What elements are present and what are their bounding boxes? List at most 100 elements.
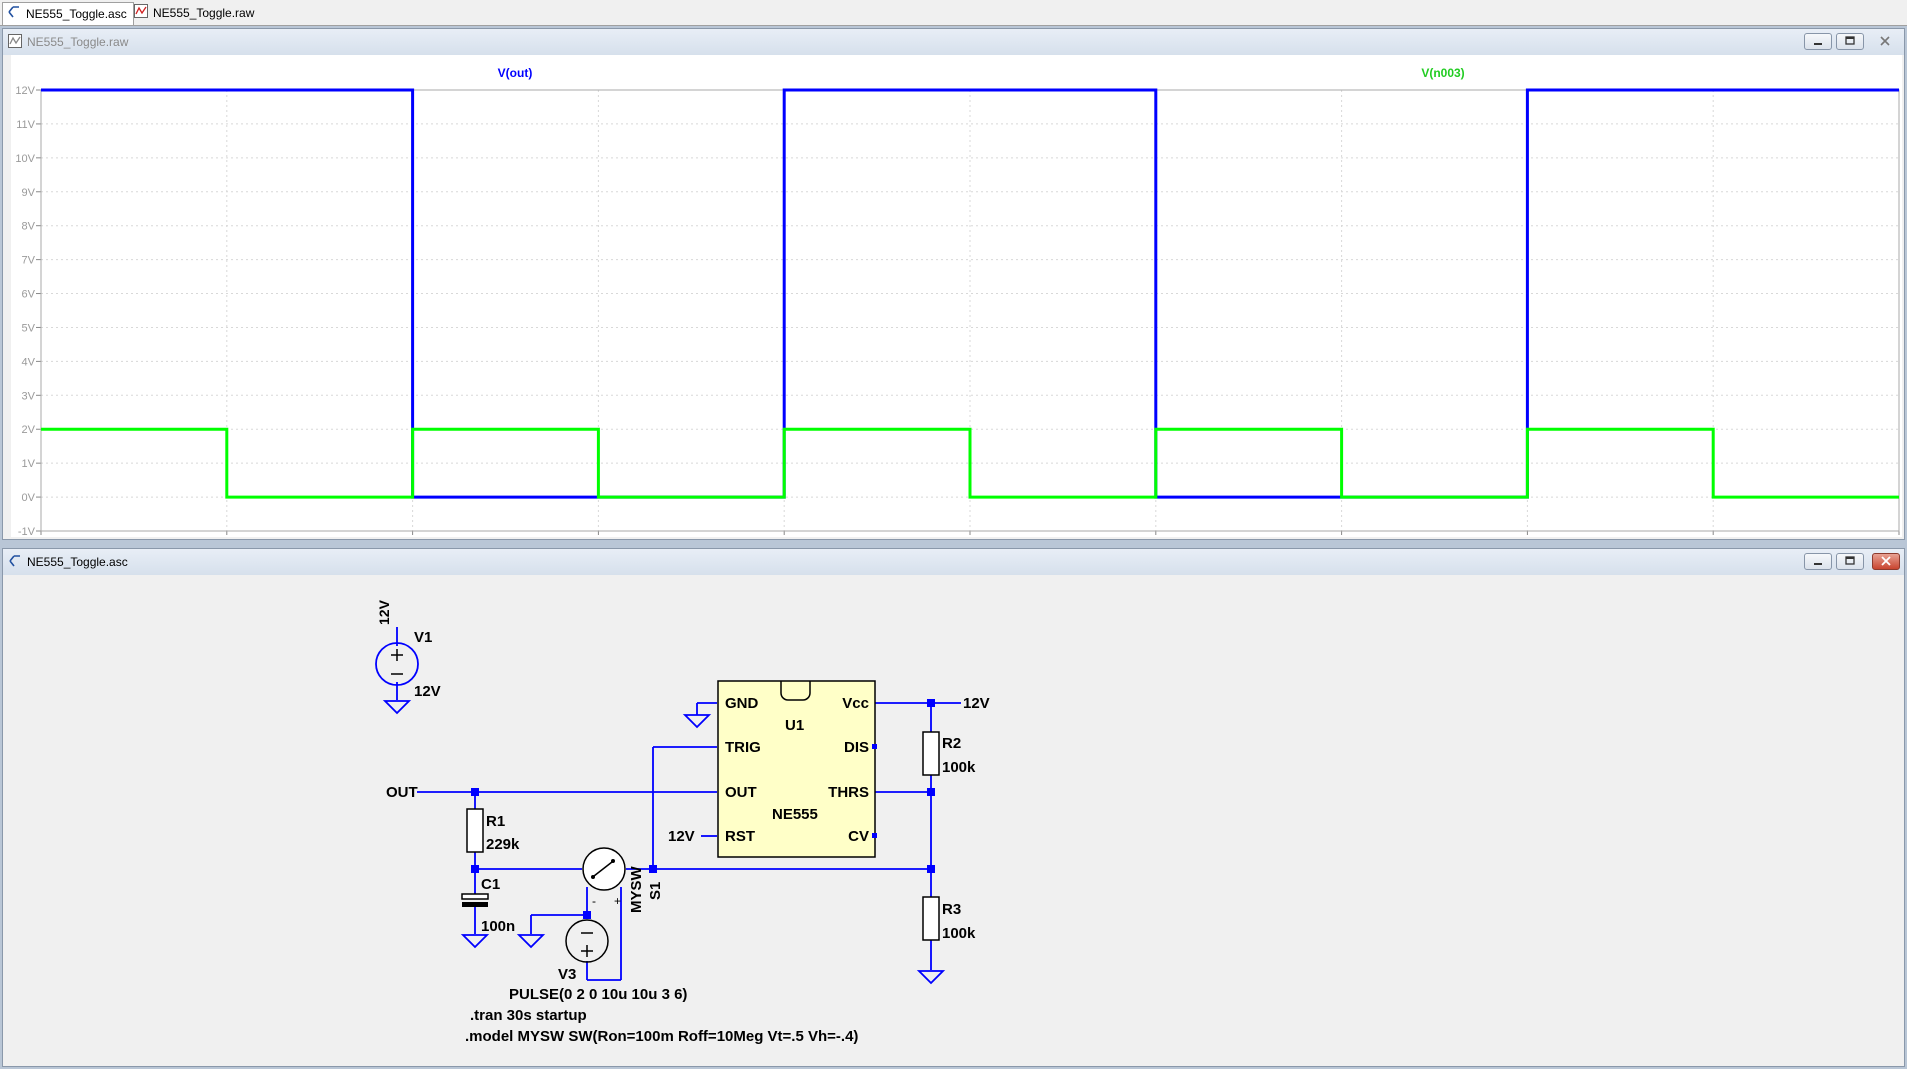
r3-value: 100k <box>942 925 976 942</box>
r1-name: R1 <box>486 813 505 830</box>
schematic-window-title: NE555_Toggle.asc <box>27 555 128 569</box>
y-tick-label: 12V <box>15 85 35 97</box>
x-tick-label: 30s <box>1881 538 1899 539</box>
pin-gnd: GND <box>725 695 759 712</box>
ground-icon <box>518 934 544 948</box>
waveform-window-title: NE555_Toggle.raw <box>27 35 129 49</box>
legend-label[interactable]: V(out) <box>498 66 533 80</box>
ground-icon <box>384 700 410 714</box>
pin-trig: TRIG <box>725 739 761 756</box>
close-button[interactable] <box>1868 33 1902 50</box>
restore-button[interactable] <box>1836 33 1864 50</box>
y-tick-label: 1V <box>22 458 36 470</box>
restore-button[interactable] <box>1836 553 1864 570</box>
pin-out: OUT <box>725 784 757 801</box>
legend-label[interactable]: V(n003) <box>1421 66 1464 80</box>
junction-dots <box>471 699 935 919</box>
v1-net-label: 12V <box>376 599 392 625</box>
r2-resistor[interactable] <box>922 731 940 776</box>
schematic-canvas[interactable]: 12V V1 12V GND TRIG OUT RST Vcc DIS THRS… <box>11 577 1902 1064</box>
c1-value: 100n <box>481 918 515 935</box>
out-net-label: OUT <box>386 784 418 801</box>
v1-value: 12V <box>414 683 441 700</box>
y-tick-label: 5V <box>22 322 36 334</box>
series-line-v-n003[interactable] <box>41 427 1899 499</box>
schematic-titlebar[interactable]: NE555_Toggle.asc <box>3 549 1904 575</box>
series-line-v-out[interactable] <box>41 88 1899 499</box>
r2-value: 100k <box>942 759 976 776</box>
waveform-plot-area[interactable]: 12V11V10V9V8V7V6V5V4V3V2V1V0V-1V0s3s6s9s… <box>11 55 1904 550</box>
v3-value: PULSE(0 2 0 10u 10u 3 6) <box>509 986 687 1003</box>
rst-net-label: 12V <box>668 828 695 845</box>
x-tick-label: 6s <box>407 538 419 539</box>
minimize-icon <box>1814 563 1822 565</box>
minimize-button[interactable] <box>1804 553 1832 570</box>
y-tick-label: 4V <box>22 356 36 368</box>
x-tick-label: 12s <box>775 538 793 539</box>
waveform-icon <box>8 34 22 53</box>
pin-vcc: Vcc <box>842 695 869 712</box>
ne555-chip[interactable] <box>717 680 877 858</box>
minimize-icon <box>1814 43 1822 45</box>
y-tick-label: 0V <box>22 492 36 504</box>
c1-name: C1 <box>481 876 500 893</box>
x-tick-label: 0s <box>41 538 53 539</box>
ground-icon <box>684 714 710 728</box>
u1-model: NE555 <box>772 806 818 823</box>
y-tick-label: 6V <box>22 289 36 301</box>
u1-name: U1 <box>785 717 804 734</box>
y-tick-label: 7V <box>22 255 36 267</box>
schematic-drawing[interactable]: 12V V1 12V GND TRIG OUT RST Vcc DIS THRS… <box>11 577 1904 1064</box>
r3-resistor[interactable] <box>922 896 940 941</box>
v3-name: V3 <box>558 966 576 983</box>
svg-text:+: + <box>614 894 621 908</box>
schematic-icon <box>7 4 21 26</box>
ground-icon <box>462 934 488 948</box>
y-tick-label: 10V <box>15 153 35 165</box>
x-tick-label: 9s <box>593 538 605 539</box>
x-tick-label: 3s <box>221 538 233 539</box>
r1-value: 229k <box>486 836 520 853</box>
v3-pulse-source[interactable] <box>565 919 609 963</box>
restore-icon <box>1845 556 1855 565</box>
schematic-window: NE555_Toggle.asc <box>2 548 1905 1067</box>
waveform-icon <box>134 3 148 25</box>
tab-waveform[interactable]: NE555_Toggle.raw <box>134 2 254 24</box>
x-tick-label: 21s <box>1333 538 1351 539</box>
pin-cv: CV <box>848 828 869 845</box>
s1-model: MYSW <box>628 865 645 913</box>
y-tick-label: 8V <box>22 221 36 233</box>
x-tick-label: 15s <box>961 538 979 539</box>
close-icon <box>1881 556 1891 566</box>
close-button[interactable] <box>1872 553 1900 570</box>
r1-resistor[interactable] <box>466 808 484 853</box>
waveform-titlebar[interactable]: NE555_Toggle.raw <box>3 29 1904 55</box>
s1-voltage-switch[interactable]: - + <box>582 847 626 908</box>
x-tick-label: 27s <box>1704 538 1722 539</box>
schematic-wires <box>396 627 961 981</box>
waveform-plot[interactable]: 12V11V10V9V8V7V6V5V4V3V2V1V0V-1V0s3s6s9s… <box>11 55 1904 550</box>
document-tab-bar: NE555_Toggle.asc NE555_Toggle.raw <box>0 0 1907 26</box>
tran-directive[interactable]: .tran 30s startup <box>470 1007 587 1024</box>
schematic-icon <box>8 554 22 573</box>
r2-name: R2 <box>942 735 961 752</box>
pin-thrs: THRS <box>828 784 869 801</box>
x-tick-label: 18s <box>1147 538 1165 539</box>
model-directive[interactable]: .model MYSW SW(Ron=100m Roff=10Meg Vt=.5… <box>465 1028 858 1045</box>
close-icon <box>1880 36 1890 46</box>
v1-voltage-source[interactable] <box>375 642 419 686</box>
minimize-button[interactable] <box>1804 33 1832 50</box>
s1-name: S1 <box>647 882 664 900</box>
restore-icon <box>1845 36 1855 45</box>
c1-capacitor[interactable] <box>461 893 489 907</box>
y-tick-label: 9V <box>22 187 36 199</box>
svg-text:-: - <box>592 894 596 908</box>
tab-label: NE555_Toggle.raw <box>153 6 255 20</box>
tab-label: NE555_Toggle.asc <box>26 7 127 21</box>
tab-schematic[interactable]: NE555_Toggle.asc <box>2 2 134 25</box>
ground-icon <box>918 970 944 984</box>
x-tick-label: 24s <box>1519 538 1537 539</box>
v1-name: V1 <box>414 629 432 646</box>
pin-rst: RST <box>725 828 755 845</box>
